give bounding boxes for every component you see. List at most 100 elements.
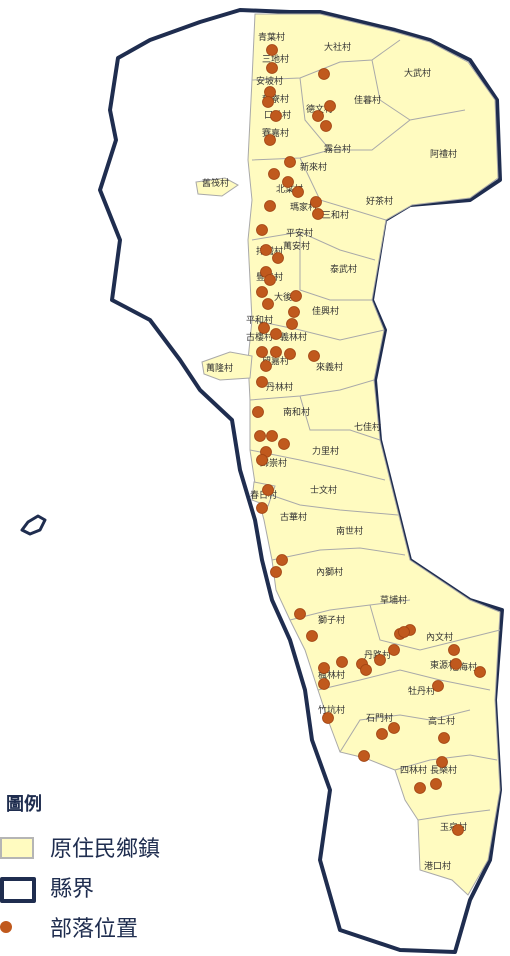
settlement-dot (278, 438, 290, 450)
village-label: 長樂村 (430, 764, 457, 776)
settlement-dot (258, 322, 270, 334)
settlement-dot (282, 176, 294, 188)
settlement-dot (264, 200, 276, 212)
village-label: 霧台村 (324, 143, 351, 155)
settlement-dot (264, 274, 276, 286)
village-label: 七佳村 (354, 421, 381, 433)
legend-title: 圖例 (6, 794, 42, 815)
settlement-dot (320, 120, 332, 132)
settlement-dot (270, 110, 282, 122)
settlement-dot (430, 778, 442, 790)
settlement-dot (308, 350, 320, 362)
settlement-dot (294, 608, 306, 620)
village-label: 東源村 (430, 659, 457, 671)
village-label: 力里村 (312, 445, 339, 457)
settlement-dot (270, 328, 282, 340)
village-label: 南世村 (336, 525, 363, 537)
village-label: 三和村 (322, 209, 349, 221)
settlement-dot (432, 680, 444, 692)
offshore-island (20, 514, 47, 536)
township-swatch (0, 834, 40, 860)
settlement-dot (270, 566, 282, 578)
village-label: 內獅村 (316, 566, 343, 578)
settlement-dot (256, 376, 268, 388)
settlement-dot (376, 728, 388, 740)
settlement-dot (260, 244, 272, 256)
settlement-dot (262, 298, 274, 310)
village-label: 舊筏村 (202, 177, 229, 189)
village-label: 瑪家村 (290, 201, 317, 213)
settlement-dot (256, 502, 268, 514)
settlement-dot-icon (0, 914, 40, 940)
village-label: 古樓村 (246, 331, 273, 343)
settlement-dot (312, 110, 324, 122)
village-label: 港口村 (424, 860, 451, 872)
settlement-dot (264, 86, 276, 98)
village-label: 大武村 (404, 67, 431, 79)
village-label: 青葉村 (258, 31, 285, 43)
village-label: 大社村 (324, 41, 351, 53)
village-label: 石門村 (366, 712, 393, 724)
village-label: 獅子村 (318, 614, 345, 626)
village-label: 牡丹村 (408, 685, 435, 697)
settlement-dot (262, 484, 274, 496)
village-label: 三地村 (262, 53, 289, 65)
village-label: 竹坑村 (318, 704, 345, 716)
settlement-dot (288, 306, 300, 318)
settlement-dot (388, 722, 400, 734)
settlement-dot (398, 626, 410, 638)
village-label: 安坡村 (256, 75, 283, 87)
county-boundary-swatch (0, 874, 40, 903)
settlement-dot (256, 224, 268, 236)
village-label: 平安村 (286, 227, 313, 239)
settlement-dot (312, 208, 324, 220)
settlement-dot (268, 168, 280, 180)
settlement-dot (256, 286, 268, 298)
settlement-dot (286, 318, 298, 330)
village-label: 來義村 (316, 361, 343, 373)
settlement-dot (310, 196, 322, 208)
village-label: 萬安村 (283, 240, 310, 252)
settlement-dot (374, 654, 386, 666)
village-label: 士文村 (310, 484, 337, 496)
settlement-dot (264, 134, 276, 146)
settlement-dot (336, 656, 348, 668)
village-label: 義林村 (280, 331, 307, 343)
settlement-dot (318, 68, 330, 80)
settlement-dot (322, 712, 334, 724)
settlement-dot (450, 658, 462, 670)
legend-label-county-boundary: 縣界 (50, 877, 95, 902)
settlement-dot (360, 664, 372, 676)
settlement-dot (262, 96, 274, 108)
village-label: 泰武村 (330, 263, 357, 275)
settlement-dot (272, 252, 284, 264)
village-label: 阿禮村 (430, 148, 457, 160)
settlement-dot (452, 824, 464, 836)
settlement-dot (436, 756, 448, 768)
legend-label-township: 原住民鄉鎮 (50, 837, 161, 862)
legend: 圖例 原住民鄉鎮 縣界 部落位置 (0, 790, 230, 956)
settlement-dot (252, 406, 264, 418)
settlement-dot (256, 454, 268, 466)
settlement-dot (284, 348, 296, 360)
settlement-dot (358, 750, 370, 762)
settlement-dot (254, 430, 266, 442)
legend-item-settlement: 部落位置 (0, 910, 138, 944)
village-label: 南和村 (283, 406, 310, 418)
settlement-dot (438, 732, 450, 744)
settlement-dot (306, 630, 318, 642)
settlement-dot (290, 290, 302, 302)
village-label: 古華村 (280, 511, 307, 523)
village-label: 佳暮村 (354, 94, 381, 106)
legend-item-township: 原住民鄉鎮 (0, 830, 160, 864)
settlement-dot (276, 554, 288, 566)
settlement-dot (270, 346, 282, 358)
township-piece-west-2 (201, 351, 253, 381)
settlement-dot (474, 666, 486, 678)
settlement-dot (256, 346, 268, 358)
village-label: 新來村 (300, 161, 327, 173)
settlement-dot (260, 360, 272, 372)
settlement-dot (414, 782, 426, 794)
settlement-dot (292, 186, 304, 198)
